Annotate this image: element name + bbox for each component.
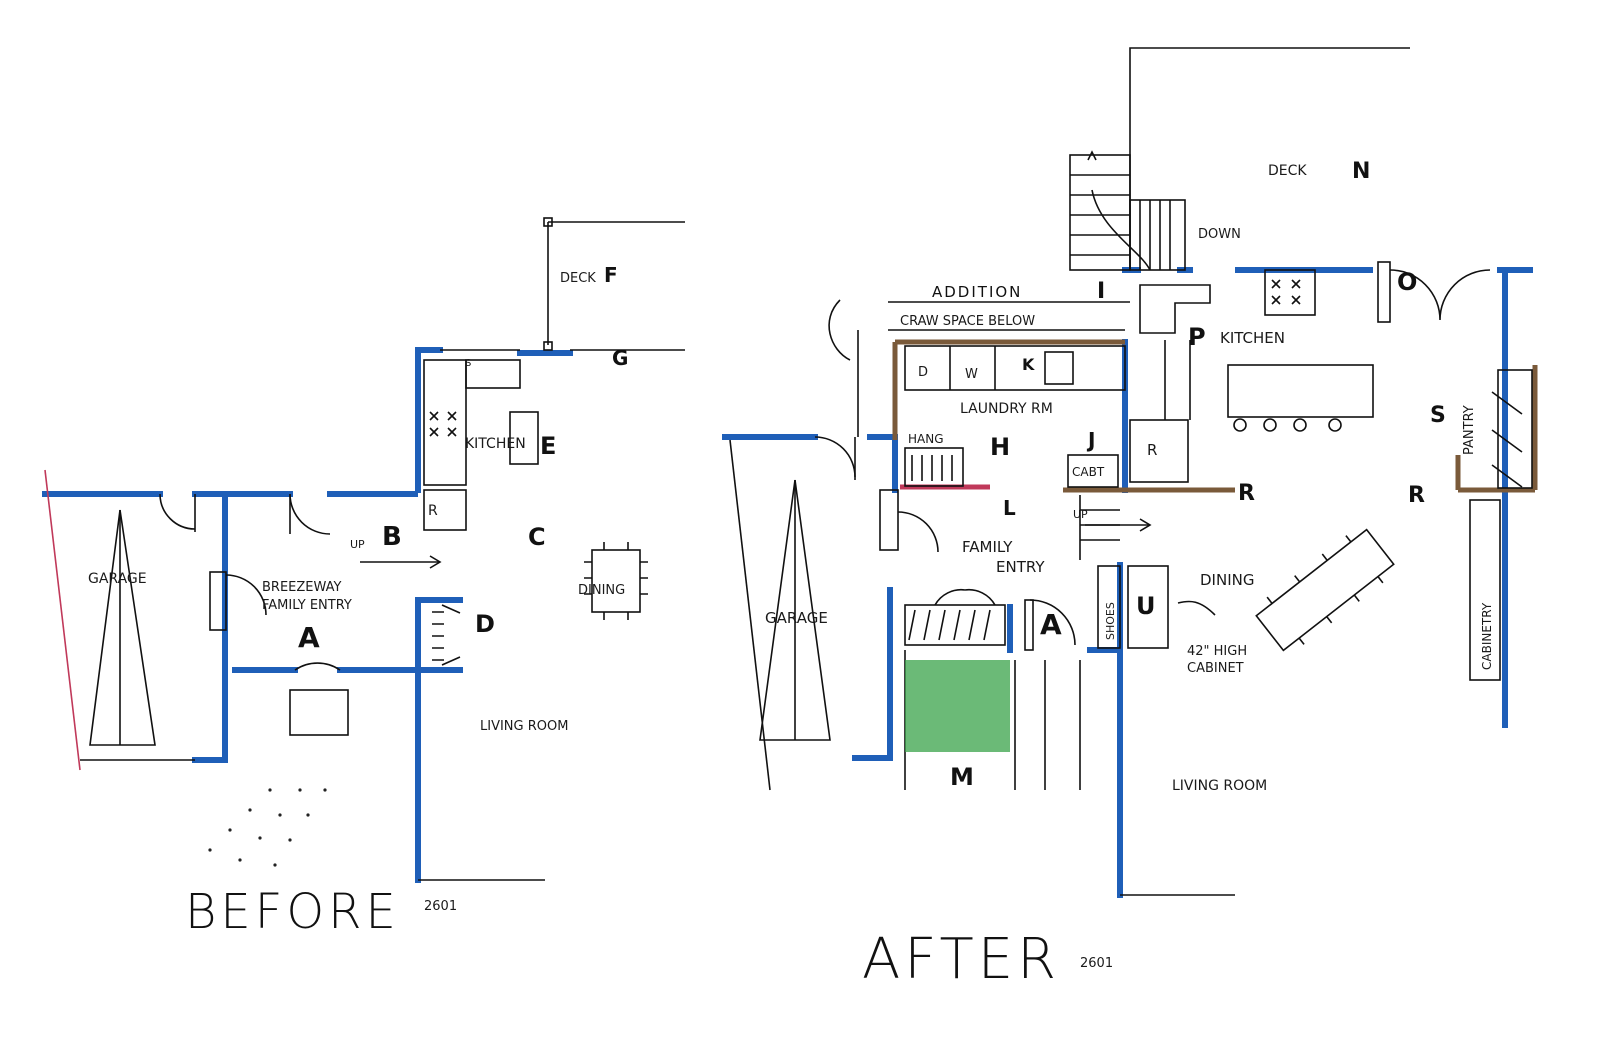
after-cabinetry-label: CABINETRY: [1480, 602, 1494, 670]
before-title: BEFORE: [185, 884, 400, 940]
after-down-label: DOWN: [1198, 227, 1241, 242]
after-marker-h: H: [990, 433, 1010, 461]
before-marker-f: F: [604, 263, 618, 287]
before-marker-g: G: [612, 346, 628, 370]
before-fridge-label: R: [428, 503, 438, 519]
before-marker-d: D: [475, 610, 495, 638]
after-kitchen-label: KITCHEN: [1220, 329, 1285, 347]
after-plan: DECK DOWN ADDITION CRAW SPACE BELOW KITC…: [722, 47, 1538, 992]
after-code: 2601: [1080, 956, 1113, 971]
before-path-dots: [208, 788, 327, 867]
before-marker-a: A: [298, 621, 320, 654]
after-dryer-label: D: [918, 365, 928, 380]
after-hang-label: HANG: [908, 432, 944, 446]
after-dining-label: DINING: [1200, 571, 1254, 589]
after-marker-r-1: R: [1238, 481, 1255, 506]
after-title: AFTER: [862, 927, 1060, 992]
after-deck-label: DECK: [1268, 163, 1307, 179]
before-plan: GARAGE BREEZEWAY FAMILY ENTRY KITCHEN DI…: [42, 217, 685, 940]
after-up-label: UP: [1073, 508, 1088, 521]
after-marker-i: I: [1097, 279, 1105, 304]
after-garage-label: GARAGE: [765, 609, 828, 627]
before-pink-line: [44, 469, 81, 771]
after-washer-label: W: [965, 367, 978, 382]
after-addition-label: ADDITION: [932, 283, 1022, 301]
after-marker-a: A: [1040, 608, 1062, 641]
before-up-label: UP: [350, 538, 365, 551]
after-laundry-label: LAUNDRY RM: [960, 401, 1053, 417]
after-crawl-space-label: CRAW SPACE BELOW: [900, 314, 1035, 329]
after-marker-r-2: R: [1408, 483, 1425, 508]
before-kitchen-label: KITCHEN: [465, 436, 526, 452]
after-marker-m: M: [950, 763, 974, 791]
before-breezeway-label: BREEZEWAY: [262, 580, 342, 595]
after-brown-walls: [892, 339, 1538, 493]
before-walls: [42, 347, 573, 883]
before-marker-e: E: [540, 432, 556, 460]
after-family-label: FAMILY: [962, 538, 1013, 556]
after-marker-k: K: [1022, 355, 1035, 374]
before-dining-label: DINING: [578, 583, 625, 598]
after-garden-planting: [905, 660, 1010, 752]
after-marker-s: S: [1430, 403, 1446, 428]
after-cabinet-height-label: 42" HIGH: [1187, 644, 1247, 659]
before-garage-label: GARAGE: [88, 571, 147, 587]
before-code: 2601: [424, 899, 457, 914]
after-living-label: LIVING ROOM: [1172, 778, 1267, 794]
after-cabt-label: CABT: [1072, 465, 1105, 479]
before-sink-label: S: [465, 358, 471, 369]
before-family-entry-label: FAMILY ENTRY: [262, 598, 352, 613]
before-marker-b: B: [382, 522, 402, 552]
after-marker-l: L: [1003, 496, 1016, 520]
after-fridge-label: R: [1147, 441, 1157, 459]
after-marker-n: N: [1352, 159, 1370, 184]
after-pantry-label: PANTRY: [1462, 405, 1477, 455]
after-marker-u: U: [1136, 592, 1156, 620]
after-marker-p: P: [1188, 323, 1206, 351]
before-deck-label: DECK: [560, 271, 596, 286]
after-marker-o: O: [1397, 268, 1417, 296]
after-shoes-label: SHOES: [1104, 602, 1117, 640]
after-marker-j: J: [1086, 428, 1095, 452]
after-cabinet-word-label: CABINET: [1187, 661, 1244, 676]
before-marker-c: C: [528, 523, 546, 551]
after-entry-label: ENTRY: [996, 558, 1045, 576]
before-living-label: LIVING ROOM: [480, 719, 568, 734]
